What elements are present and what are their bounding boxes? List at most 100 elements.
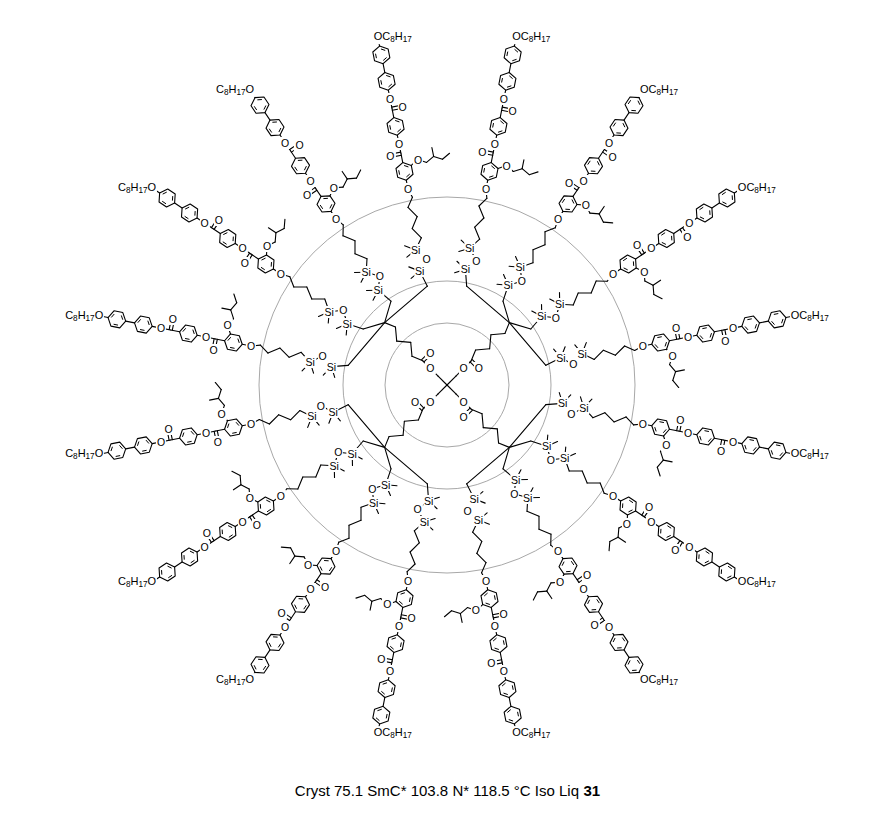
generation-circle	[343, 281, 551, 489]
ring-double-bond	[266, 500, 270, 502]
bond-line	[389, 435, 403, 436]
formula-part: 8	[390, 35, 395, 44]
bond-line	[434, 156, 443, 159]
ring-double-bond	[502, 683, 505, 686]
ring-double-bond	[272, 121, 277, 122]
benzene-rings	[108, 46, 786, 724]
ring-double-bond	[700, 217, 704, 219]
atom-label: O	[474, 362, 484, 374]
atom-label: O	[201, 331, 211, 343]
atom-label: Si	[329, 460, 340, 472]
bond-line	[427, 156, 434, 162]
bond-line	[385, 323, 396, 327]
ring-double-bond	[146, 440, 149, 443]
ring-double-bond	[628, 660, 630, 664]
bond-line	[594, 350, 603, 359]
formula-part: O	[95, 447, 104, 459]
ring-double-bond	[185, 207, 189, 209]
ring-double-bond	[663, 429, 666, 432]
atom-label: O	[294, 139, 304, 151]
atom-label: Si	[419, 516, 430, 528]
formula-part: OC	[738, 575, 755, 587]
atom-label: Si	[464, 242, 475, 254]
ring-double-bond	[500, 121, 503, 124]
atom-label: O	[578, 175, 588, 187]
bond-line	[497, 429, 498, 443]
benzene-ring	[696, 548, 712, 566]
atom-label: Si	[578, 402, 589, 414]
ring-double-bond	[390, 646, 393, 649]
atom-label: O	[262, 240, 272, 252]
benzene-ring	[490, 635, 507, 653]
ring-double-bond	[230, 347, 234, 349]
bond-line	[527, 511, 539, 516]
ring-double-bond	[708, 438, 711, 441]
ring-double-bond	[233, 237, 234, 242]
bond-line	[414, 531, 419, 543]
atom-label: O	[280, 137, 290, 149]
bond-line	[663, 460, 672, 462]
ring-double-bond	[329, 567, 332, 571]
formula-part: 17	[767, 186, 776, 195]
ring-double-bond	[772, 321, 775, 324]
ring-double-bond	[191, 560, 195, 563]
bond-line	[573, 293, 578, 305]
ring-double-bond	[258, 659, 263, 660]
benzene-ring	[620, 255, 636, 273]
bond-line	[590, 213, 599, 215]
atom-label: Si	[503, 279, 514, 291]
bond-line	[385, 447, 391, 468]
ring-double-bond	[506, 52, 508, 56]
bond-line	[316, 465, 321, 477]
benzene-ring	[585, 596, 603, 612]
atom-label: O	[638, 340, 648, 352]
terminal-group: OC8H17	[511, 30, 551, 44]
bond-line	[291, 548, 295, 556]
formula-part: O	[95, 309, 104, 321]
atom-label: Si	[305, 356, 316, 368]
bond-line	[471, 350, 475, 361]
benzene-ring	[742, 437, 760, 454]
ring-double-bond	[667, 535, 671, 537]
bond-line	[479, 206, 484, 218]
bond-line	[676, 370, 685, 372]
benzene-ring	[696, 204, 712, 222]
bond-line	[342, 171, 347, 178]
atom-label: O	[675, 414, 685, 426]
ring-double-bond	[638, 101, 640, 105]
bond-line	[404, 420, 418, 421]
ring-double-bond	[267, 509, 271, 512]
atom-label: O	[608, 268, 618, 280]
ring-double-bond	[494, 595, 496, 599]
bond-line	[442, 153, 449, 159]
ring-double-bond	[509, 76, 512, 79]
bond-line	[411, 342, 412, 356]
bond-line	[660, 451, 663, 460]
bond-line	[412, 356, 423, 360]
bond-line	[432, 148, 434, 157]
atom-label: Si	[576, 348, 587, 360]
bond-line	[609, 541, 611, 550]
ring-double-bond	[395, 120, 399, 121]
bond-line	[372, 598, 381, 601]
bond-line	[467, 286, 510, 322]
ring-double-bond	[261, 258, 265, 260]
formula-part: H	[533, 726, 541, 738]
atom-label: O	[385, 93, 395, 105]
formula-part: 8	[657, 678, 662, 687]
atom-label: O	[406, 612, 416, 624]
bond-line	[475, 218, 484, 227]
generation-circle	[259, 197, 635, 573]
bond-line	[365, 595, 372, 601]
bond-line	[383, 697, 385, 706]
ring-double-bond	[566, 571, 571, 572]
benzene-ring	[625, 97, 643, 113]
ring-double-bond	[271, 262, 272, 267]
bond-line	[407, 564, 415, 572]
ring-double-bond	[295, 605, 297, 609]
bond-line	[347, 178, 356, 180]
ring-double-bond	[383, 683, 387, 684]
ring-double-bond	[755, 324, 756, 328]
ring-double-bond	[191, 431, 194, 434]
ring-double-bond	[269, 643, 271, 647]
